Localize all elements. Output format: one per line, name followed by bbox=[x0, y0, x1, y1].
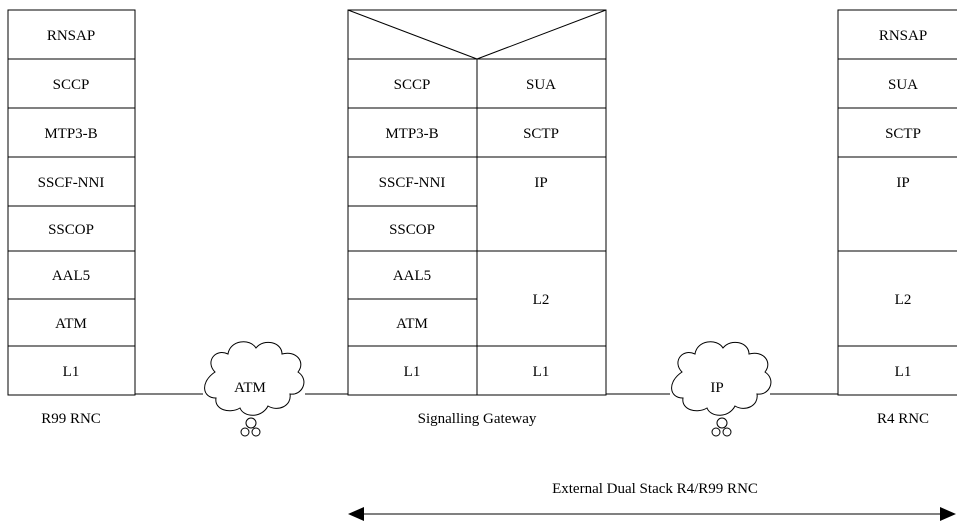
r4-rnc-frame bbox=[837, 9, 957, 396]
r99-layer-rnsap: RNSAP bbox=[47, 28, 95, 44]
gw-layer-l1-right: L1 bbox=[533, 364, 550, 380]
arrow-head-left bbox=[348, 507, 364, 521]
atm-network-cloud: ATM bbox=[204, 341, 305, 437]
r99-layer-aal5: AAL5 bbox=[52, 268, 90, 284]
dual-stack-label: External Dual Stack R4/R99 RNC bbox=[552, 481, 758, 497]
gw-layer-sctp: SCTP bbox=[523, 126, 559, 142]
gw-layer-l1-left: L1 bbox=[404, 364, 421, 380]
r4-layer-sua: SUA bbox=[888, 77, 918, 93]
gw-layer-sscf-nni: SSCF-NNI bbox=[379, 175, 446, 191]
ip-network-cloud: IP bbox=[671, 341, 772, 437]
gw-layer-atm: ATM bbox=[396, 316, 428, 332]
r4-layer-sctp: SCTP bbox=[885, 126, 921, 142]
r4-layer-rnsap: RNSAP bbox=[879, 28, 927, 44]
arrow-head-right bbox=[940, 507, 956, 521]
gw-layer-aal5: AAL5 bbox=[393, 268, 431, 284]
gw-layer-sscop: SSCOP bbox=[389, 222, 435, 238]
r4-layer-l2: L2 bbox=[895, 292, 912, 308]
gw-layer-mtp3b: MTP3-B bbox=[385, 126, 438, 142]
ip-cloud-label: IP bbox=[710, 380, 723, 396]
gw-layer-sccp: SCCP bbox=[394, 77, 431, 93]
r99-rnc-stack: RNSAP SCCP MTP3-B SSCF-NNI SSCOP AAL5 AT… bbox=[7, 9, 136, 427]
atm-cloud-label: ATM bbox=[234, 380, 266, 396]
gw-layer-l2: L2 bbox=[533, 292, 550, 308]
r4-rnc-caption: R4 RNC bbox=[877, 411, 929, 427]
r99-layer-l1: L1 bbox=[63, 364, 80, 380]
r99-layer-atm: ATM bbox=[55, 316, 87, 332]
gateway-caption: Signalling Gateway bbox=[418, 411, 537, 427]
dual-stack-span-arrow: External Dual Stack R4/R99 RNC bbox=[348, 481, 956, 521]
r99-rnc-frame bbox=[7, 9, 136, 396]
r99-layer-mtp3b: MTP3-B bbox=[44, 126, 97, 142]
r99-rnc-caption: R99 RNC bbox=[41, 411, 101, 427]
signalling-gateway-stack: SCCP MTP3-B SSCF-NNI SSCOP AAL5 ATM L1 S… bbox=[347, 9, 607, 427]
r99-layer-sscop: SSCOP bbox=[48, 222, 94, 238]
r4-layer-l1: L1 bbox=[895, 364, 912, 380]
gw-layer-sua: SUA bbox=[526, 77, 556, 93]
r99-layer-sscf-nni: SSCF-NNI bbox=[38, 175, 105, 191]
r99-layer-sccp: SCCP bbox=[53, 77, 90, 93]
r4-layer-ip: IP bbox=[896, 175, 909, 191]
r4-rnc-stack: RNSAP SUA SCTP IP L2 L1 R4 RNC bbox=[837, 9, 957, 427]
gw-layer-ip: IP bbox=[534, 175, 547, 191]
